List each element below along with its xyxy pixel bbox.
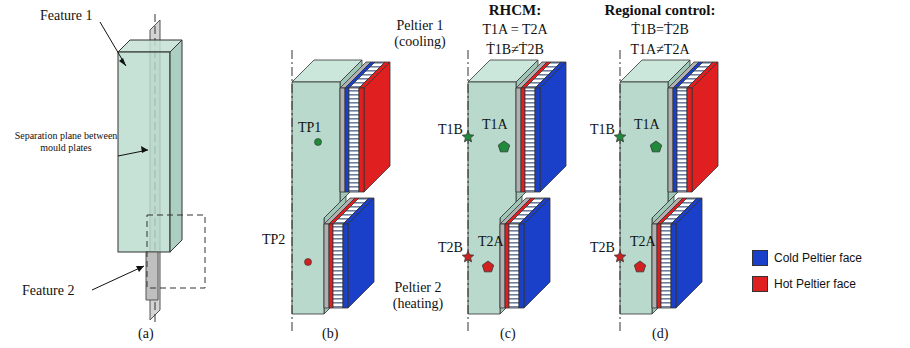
- label: Feature 2: [22, 283, 74, 299]
- slab-front: [333, 224, 343, 308]
- label: (c): [500, 326, 516, 342]
- slab-front: [521, 88, 525, 192]
- legend-text: Cold Peltier face: [774, 251, 862, 265]
- slab-side: [348, 198, 374, 308]
- label: T1B: [438, 122, 463, 138]
- label: T1A: [634, 117, 660, 133]
- label: T2A: [630, 234, 656, 250]
- slab-front: [519, 224, 524, 308]
- label: (d): [652, 326, 668, 342]
- slab-side: [364, 62, 390, 192]
- label: (a): [138, 326, 154, 342]
- sensor-pentagon: [634, 261, 645, 272]
- slab-side: [676, 198, 702, 308]
- sensor-star: [462, 131, 473, 142]
- sensor-dot: [305, 259, 312, 266]
- label: RHCM:: [470, 2, 560, 19]
- legend-swatch: [752, 276, 768, 292]
- slab-front: [345, 88, 349, 192]
- slab-front: [516, 88, 521, 192]
- slab-front: [677, 88, 687, 192]
- label: (b): [322, 326, 338, 342]
- slab-side: [540, 62, 566, 192]
- mould-panel: [462, 50, 566, 332]
- label: Ṫ1B≠Ṫ2B: [470, 42, 560, 58]
- legend-swatch: [752, 250, 768, 266]
- mould-panel: [614, 50, 718, 332]
- slab-front: [525, 88, 535, 192]
- slab-front: [343, 224, 348, 308]
- label: T2A: [478, 234, 504, 250]
- sensor-pentagon: [498, 141, 509, 152]
- label: TP1: [298, 120, 321, 136]
- label: Ṫ1B=Ṫ2B: [585, 22, 735, 38]
- mould-sketch: [92, 14, 205, 326]
- slab-front: [657, 224, 661, 308]
- slab-front: [359, 88, 364, 192]
- slab-front: [349, 88, 359, 192]
- label: T1A: [482, 117, 508, 133]
- label: Peltier 1 (cooling): [380, 18, 460, 50]
- mould-panel: [292, 50, 390, 332]
- separation-plane: [292, 50, 293, 332]
- sensor-star: [462, 251, 473, 262]
- label: T1B: [590, 122, 615, 138]
- label: Feature 1: [40, 8, 92, 24]
- slab-front: [668, 88, 673, 192]
- slab-front: [324, 224, 329, 308]
- label: T1A = T2A: [470, 22, 560, 38]
- label: Separation plane between mould plates: [14, 130, 118, 153]
- slab-side: [692, 62, 718, 192]
- sensor-pentagon: [482, 261, 493, 272]
- label: TP2: [262, 232, 285, 248]
- label: T2B: [438, 240, 463, 256]
- slab-front: [687, 88, 692, 192]
- slab-front: [340, 88, 345, 192]
- legend-text: Hot Peltier face: [774, 277, 856, 291]
- slab-front: [505, 224, 509, 308]
- slab-front: [673, 88, 677, 192]
- label: Peltier 2 (heating): [378, 280, 458, 312]
- separation-plane: [468, 50, 469, 332]
- slab-front: [535, 88, 540, 192]
- slab-side: [524, 198, 550, 308]
- label: Regional control:: [585, 2, 735, 19]
- slab-front: [661, 224, 671, 308]
- separation-plane: [620, 50, 621, 332]
- label: T1A≠T2A: [585, 42, 735, 58]
- slab-front: [329, 224, 333, 308]
- sensor-star: [614, 131, 625, 142]
- sensor-dot: [315, 139, 322, 146]
- sensor-star: [614, 251, 625, 262]
- slab-front: [509, 224, 519, 308]
- sensor-pentagon: [650, 141, 661, 152]
- label: T2B: [590, 240, 615, 256]
- slab-front: [671, 224, 676, 308]
